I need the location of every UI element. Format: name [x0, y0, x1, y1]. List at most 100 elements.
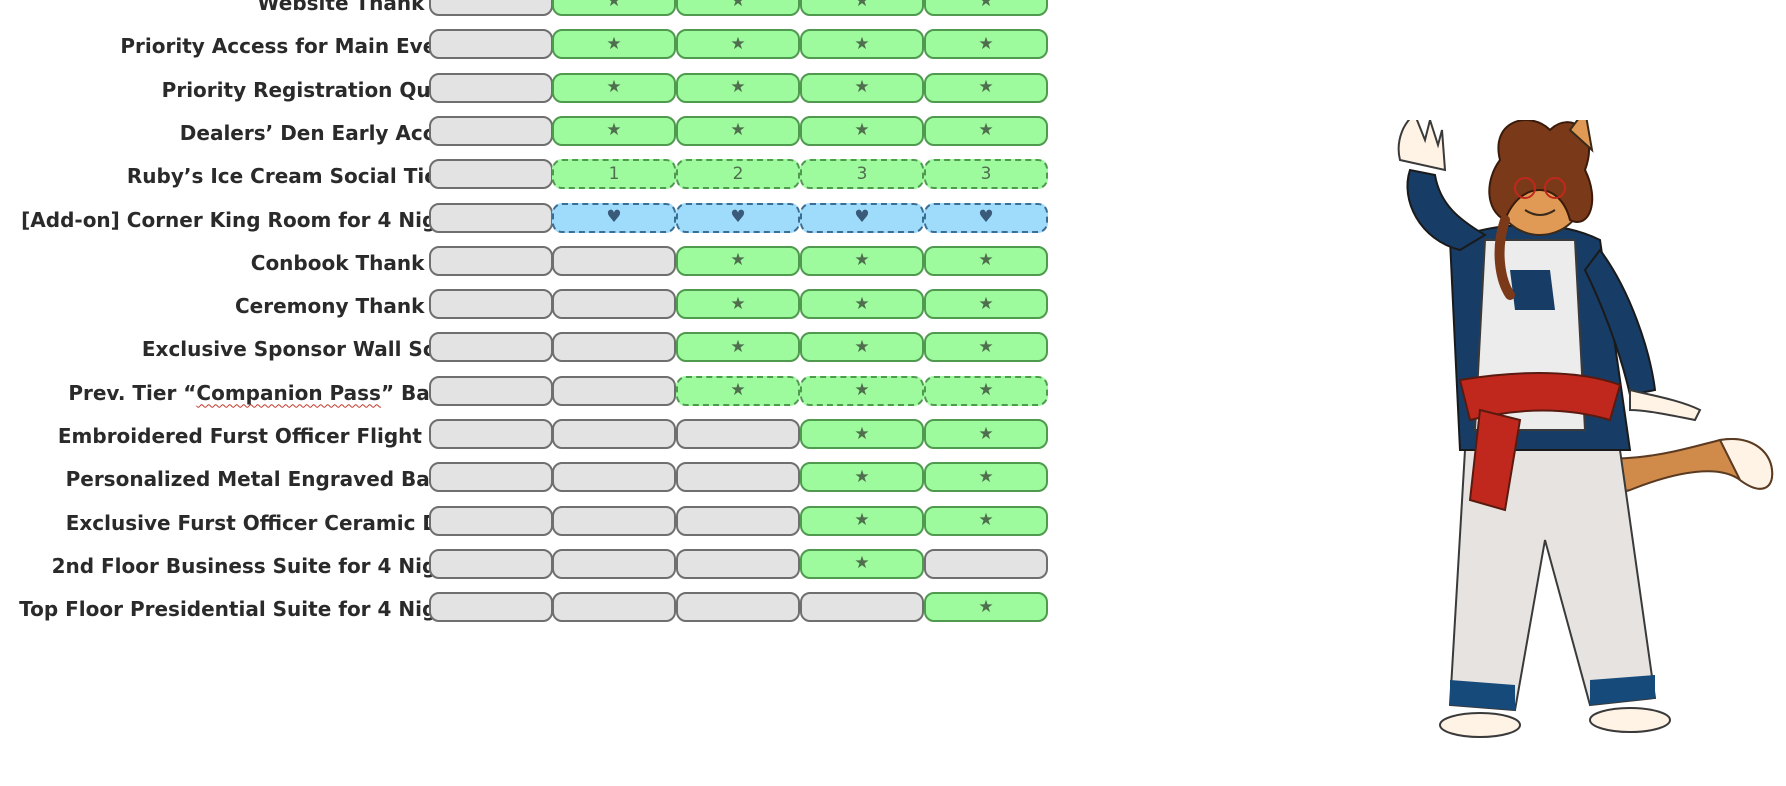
perk-label: Ruby’s Ice Cream Social Ticket: [126, 164, 472, 189]
tier-cell-included[interactable]: ★: [924, 115, 1048, 146]
tier-cell-empty[interactable]: [552, 245, 676, 276]
tier-cell-empty[interactable]: [429, 548, 553, 579]
tier-cell-empty[interactable]: [552, 592, 676, 623]
tier-cell-empty[interactable]: [676, 419, 800, 449]
tier-cell-empty[interactable]: [552, 289, 676, 320]
star-icon: ★: [978, 250, 994, 271]
star-icon: ★: [978, 336, 994, 357]
tier-cell-empty[interactable]: [429, 115, 553, 146]
tier-cell-addon[interactable]: ♥: [552, 202, 676, 233]
tier-cell-empty[interactable]: [552, 462, 676, 493]
tier-cell-included[interactable]: ★: [676, 245, 800, 276]
tier-cell-included[interactable]: ★: [924, 332, 1048, 363]
tier-cell-included[interactable]: ★: [800, 29, 924, 60]
tier-cell-included[interactable]: ★: [924, 289, 1048, 320]
star-icon: ★: [730, 250, 746, 271]
tier-cell-empty[interactable]: [552, 505, 676, 536]
tier-cell-included[interactable]: ★: [800, 548, 924, 579]
tier-cell-included[interactable]: ★: [676, 332, 800, 363]
perk-row: Prev. Tier “Companion Pass” Badge★★★: [0, 374, 1200, 412]
tier-cell-count[interactable]: 3: [924, 159, 1048, 190]
tier-cell-included[interactable]: ★: [924, 0, 1048, 16]
tier-cell-included[interactable]: ★: [800, 0, 924, 16]
star-icon: ★: [978, 466, 994, 487]
tier-cell-addon[interactable]: ♥: [800, 202, 924, 233]
tier-cell-optional[interactable]: ★: [800, 375, 924, 406]
tier-cell-empty[interactable]: [429, 0, 553, 16]
perk-comparison-table: Website Thank You★★★★Priority Access for…: [0, 0, 1200, 628]
tier-cell-included[interactable]: ★: [800, 462, 924, 493]
tier-cell-included[interactable]: ★: [800, 289, 924, 320]
count-value: 3: [980, 163, 992, 184]
tier-cell-included[interactable]: ★: [924, 419, 1048, 449]
perk-row: Priority Registration Queue★★★★: [0, 71, 1200, 109]
perk-row: Exclusive Sponsor Wall Scroll★★★: [0, 330, 1200, 368]
tier-cell-empty[interactable]: [429, 592, 553, 623]
tier-cell-empty[interactable]: [429, 159, 553, 190]
tier-cell-empty[interactable]: [552, 332, 676, 363]
tier-cell-included[interactable]: ★: [924, 505, 1048, 536]
perk-label: Website Thank You: [257, 0, 472, 15]
tier-cell-empty[interactable]: [552, 548, 676, 579]
tier-cell-included[interactable]: ★: [924, 245, 1048, 276]
tier-cell-empty[interactable]: [676, 592, 800, 623]
mascot-raised-arm: [1406, 168, 1487, 252]
tier-cell-included[interactable]: ★: [676, 0, 800, 16]
tier-cell-included[interactable]: ★: [552, 72, 676, 103]
tier-cell-included[interactable]: ★: [924, 592, 1048, 623]
tier-cell-addon[interactable]: ♥: [924, 202, 1048, 233]
tier-cell-addon[interactable]: ♥: [676, 202, 800, 233]
star-icon: ★: [978, 77, 994, 98]
tier-cell-included[interactable]: ★: [924, 462, 1048, 493]
tier-cell-count[interactable]: 3: [800, 159, 924, 190]
tier-cell-empty[interactable]: [429, 419, 553, 449]
perk-label: Priority Registration Queue: [161, 77, 472, 102]
perk-label: [Add-on] Corner King Room for 4 Nights: [21, 207, 472, 232]
tier-cell-included[interactable]: ★: [552, 115, 676, 146]
tier-cell-empty[interactable]: [429, 462, 553, 493]
mascot-illustration: [1397, 120, 1774, 738]
tier-cell-empty[interactable]: [429, 375, 553, 406]
tier-cell-included[interactable]: ★: [800, 419, 924, 449]
tier-cell-empty[interactable]: [429, 245, 553, 276]
tier-cell-empty[interactable]: [429, 202, 553, 233]
star-icon: ★: [854, 120, 870, 141]
tier-cell-empty[interactable]: [676, 505, 800, 536]
tier-cell-empty[interactable]: [429, 72, 553, 103]
tier-cell-empty[interactable]: [800, 592, 924, 623]
star-icon: ★: [854, 553, 870, 574]
tier-cell-included[interactable]: ★: [924, 29, 1048, 60]
tier-cell-optional[interactable]: ★: [924, 375, 1048, 406]
tier-cell-included[interactable]: ★: [800, 115, 924, 146]
tier-cell-included[interactable]: ★: [676, 115, 800, 146]
tier-cell-included[interactable]: ★: [552, 0, 676, 16]
perk-label: Personalized Metal Engraved Badge: [65, 467, 472, 492]
tier-cell-included[interactable]: ★: [676, 289, 800, 320]
star-icon: ★: [606, 77, 622, 98]
star-icon: ★: [978, 33, 994, 54]
perk-row: Website Thank You★★★★: [0, 0, 1200, 22]
tier-cell-empty[interactable]: [552, 419, 676, 449]
tier-cell-empty[interactable]: [924, 548, 1048, 579]
tier-cell-included[interactable]: ★: [552, 29, 676, 60]
tier-cell-count[interactable]: 1: [552, 159, 676, 190]
tier-cell-included[interactable]: ★: [800, 245, 924, 276]
tier-cell-included[interactable]: ★: [800, 72, 924, 103]
tier-cell-count[interactable]: 2: [676, 159, 800, 190]
star-icon: ★: [730, 33, 746, 54]
perk-row: Conbook Thank You★★★: [0, 244, 1200, 282]
tier-cell-empty[interactable]: [552, 375, 676, 406]
tier-cell-empty[interactable]: [676, 548, 800, 579]
tier-cell-empty[interactable]: [429, 332, 553, 363]
tier-cell-empty[interactable]: [429, 505, 553, 536]
tier-cell-included[interactable]: ★: [676, 72, 800, 103]
tier-cell-empty[interactable]: [676, 462, 800, 493]
tier-cell-included[interactable]: ★: [924, 72, 1048, 103]
tier-cell-included[interactable]: ★: [676, 29, 800, 60]
tier-cell-included[interactable]: ★: [800, 332, 924, 363]
perk-row: Top Floor Presidential Suite for 4 Night…: [0, 590, 1200, 628]
tier-cell-optional[interactable]: ★: [676, 375, 800, 406]
tier-cell-empty[interactable]: [429, 289, 553, 320]
tier-cell-empty[interactable]: [429, 29, 553, 60]
tier-cell-included[interactable]: ★: [800, 505, 924, 536]
